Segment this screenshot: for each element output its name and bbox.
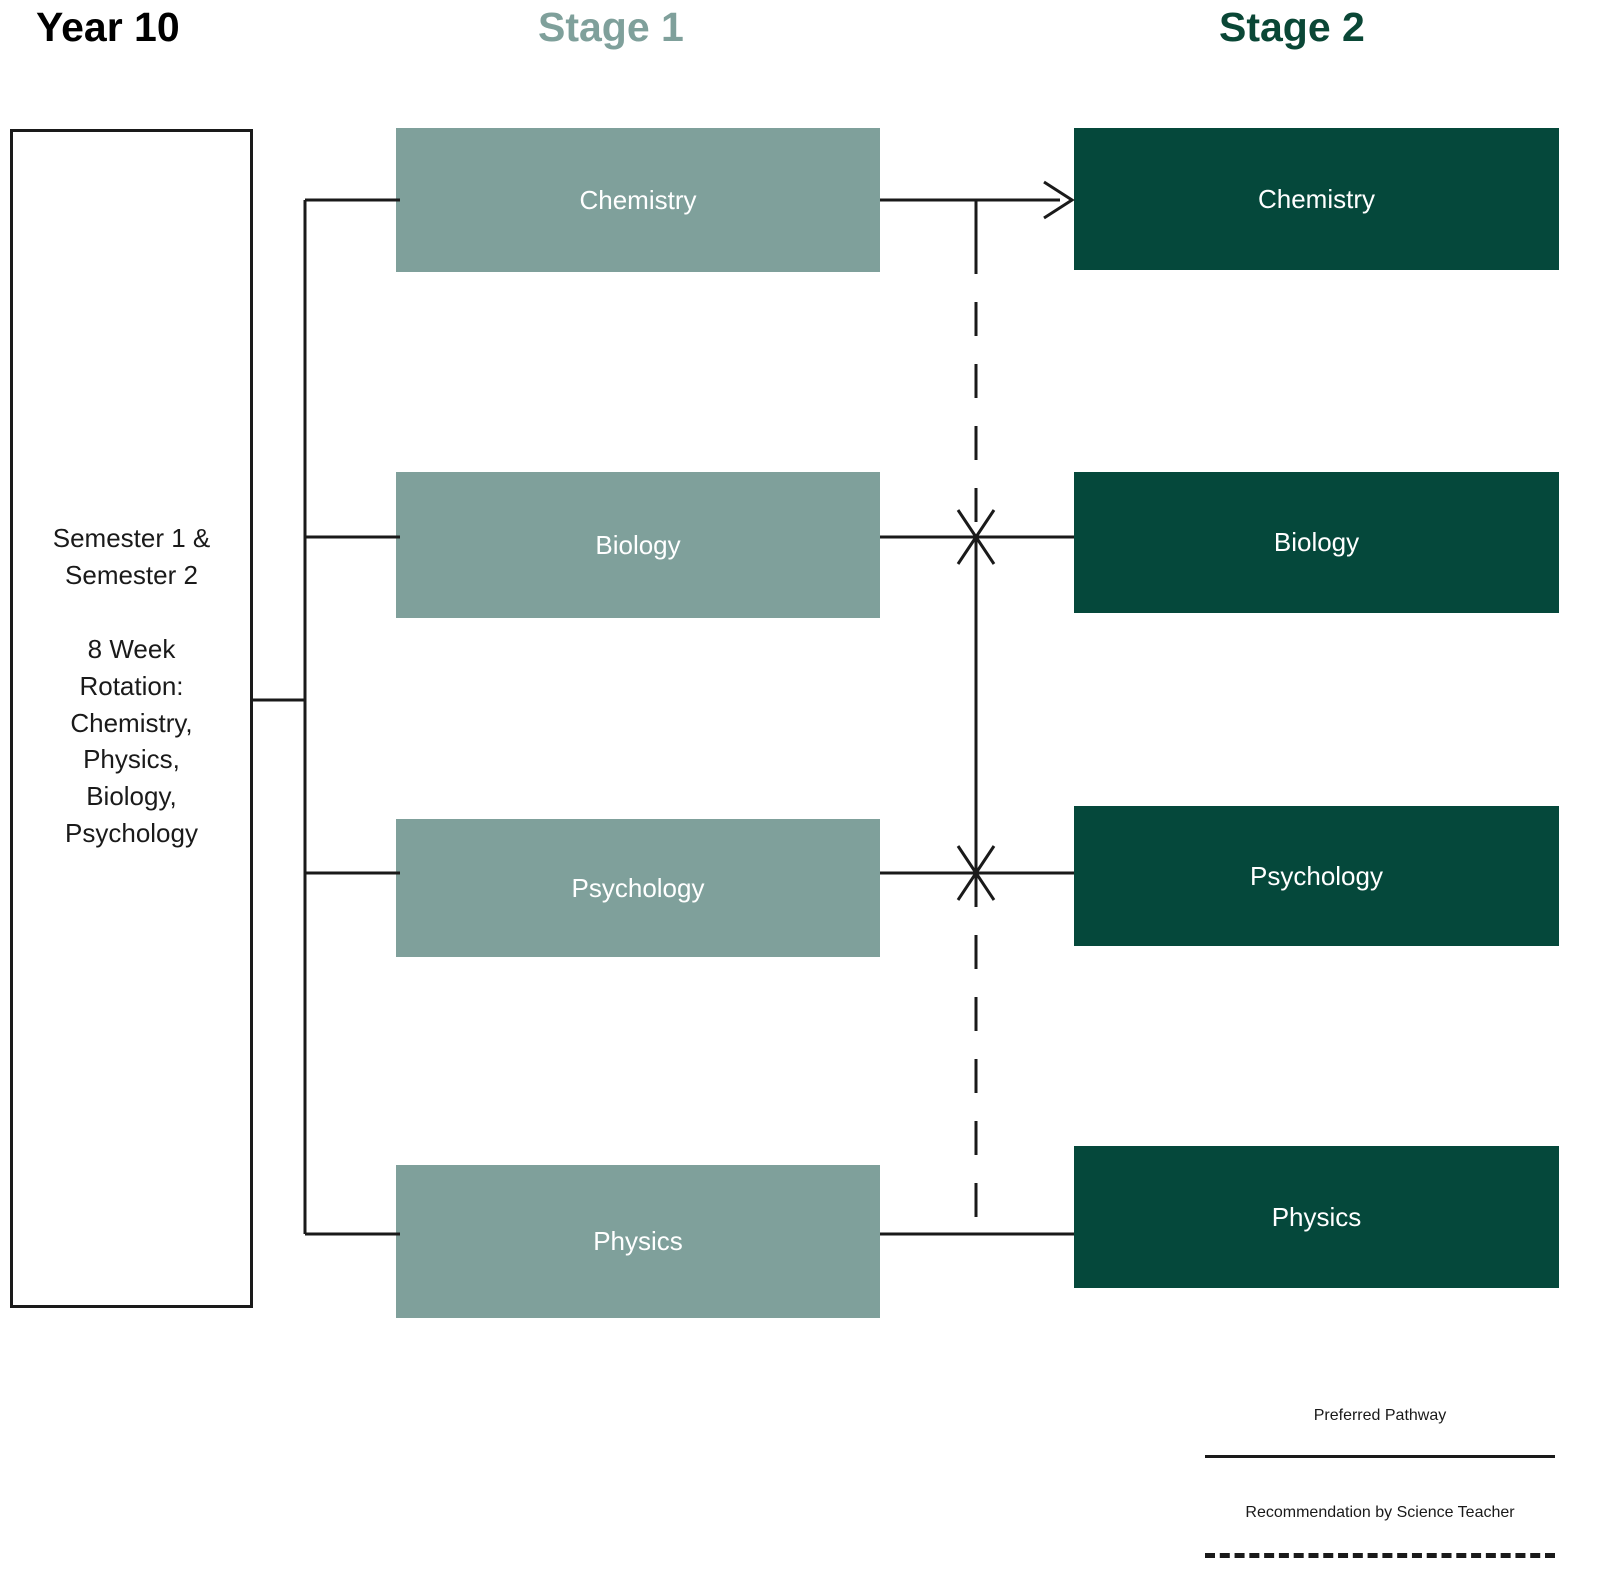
stage1-box-physics[interactable]: Physics: [396, 1165, 880, 1318]
column-header-year10: Year 10: [36, 4, 180, 50]
arrowhead-biology-junction-down: [956, 509, 996, 540]
year10-box: [10, 129, 253, 1308]
stage2-box-biology[interactable]: Biology: [1074, 472, 1559, 613]
stage2-box-chemistry[interactable]: Chemistry: [1074, 128, 1559, 270]
legend-solid-line-swatch: [1205, 1455, 1555, 1458]
legend-preferred-pathway-label: Preferred Pathway: [1313, 1407, 1447, 1424]
legend-dashed-line-swatch: [1205, 1553, 1555, 1558]
arrowhead-psychology-junction-up: [956, 870, 996, 901]
stage1-box-psychology[interactable]: Psychology: [396, 819, 880, 957]
column-header-stage2: Stage 2: [1219, 4, 1365, 50]
year10-box-text: Semester 1 & Semester 2 8 Week Rotation:…: [52, 523, 211, 849]
stage1-box-biology[interactable]: Biology: [396, 472, 880, 618]
stage2-box-physics[interactable]: Physics: [1074, 1146, 1559, 1288]
column-header-stage1: Stage 1: [538, 4, 684, 50]
arrowhead-biology-junction-up: [956, 534, 996, 565]
legend-recommendation-label: Recommendation by Science Teacher: [1245, 1504, 1515, 1521]
arrowhead-psychology-junction-down: [956, 845, 996, 876]
stage1-box-chemistry[interactable]: Chemistry: [396, 128, 880, 272]
arrowhead-into-stage2-chemistry: [1043, 180, 1075, 220]
stage2-box-psychology[interactable]: Psychology: [1074, 806, 1559, 946]
